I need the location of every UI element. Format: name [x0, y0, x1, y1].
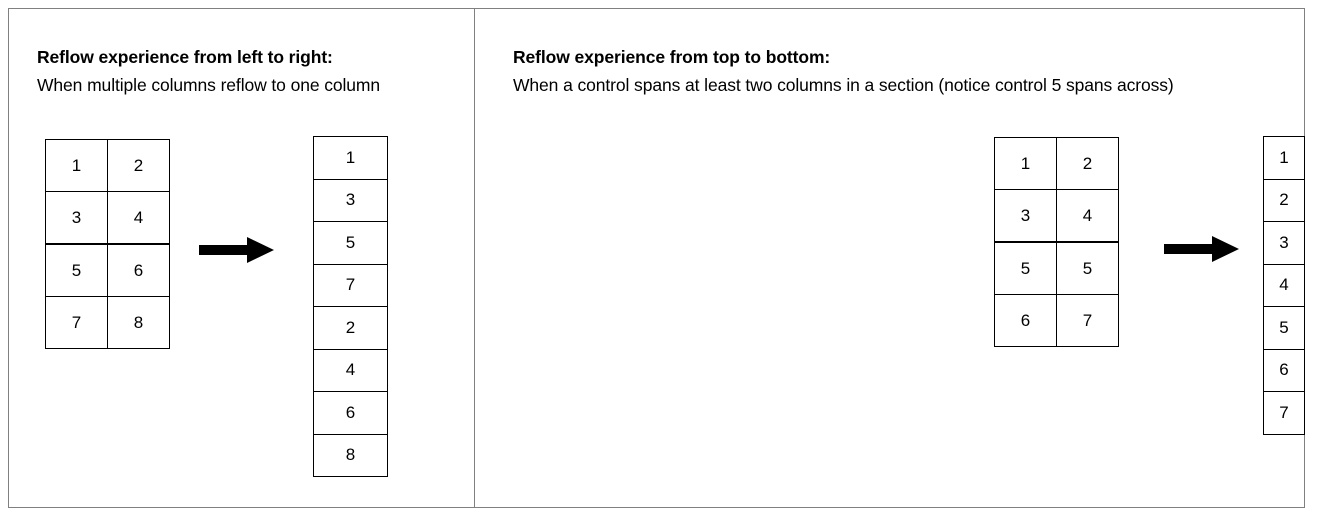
- right-result-column: 1 2 3 4 5 6 7: [1263, 136, 1305, 435]
- list-item: 2: [313, 306, 388, 350]
- panel-left-to-right: Reflow experience from left to right: Wh…: [8, 8, 474, 508]
- grid-cell: 3: [45, 191, 108, 245]
- list-item: 8: [313, 433, 388, 477]
- panel-divider: [474, 9, 475, 508]
- list-item: 2: [1263, 178, 1305, 222]
- list-item: 7: [313, 263, 388, 307]
- list-item: 3: [1263, 221, 1305, 265]
- result-cell: 6: [313, 391, 388, 435]
- list-item: 6: [1263, 348, 1305, 392]
- table-row: 1 2: [994, 137, 1119, 190]
- result-cell: 1: [313, 136, 388, 180]
- table-row: 1 2: [45, 139, 170, 192]
- left-source-grid: 1 2 3 4 5 6 7 8: [45, 139, 170, 349]
- grid-cell: 2: [1056, 137, 1119, 190]
- panel-right-subheading: When a control spans at least two column…: [513, 75, 1174, 95]
- grid-cell: 7: [45, 296, 108, 349]
- result-cell: 2: [1263, 178, 1305, 222]
- result-cell: 3: [1263, 221, 1305, 265]
- grid-cell: 6: [994, 294, 1057, 347]
- list-item: 4: [313, 348, 388, 392]
- grid-cell: 2: [107, 139, 170, 192]
- panel-right-heading-block: Reflow experience from top to bottom: Wh…: [513, 44, 1174, 100]
- table-row: 5 5: [994, 241, 1119, 295]
- result-cell: 5: [1263, 306, 1305, 350]
- grid-cell: 5: [45, 243, 108, 297]
- result-cell: 4: [313, 348, 388, 392]
- left-result-column: 1 3 5 7 2 4 6 8: [313, 136, 388, 477]
- list-item: 3: [313, 178, 388, 222]
- grid-cell: 5: [994, 241, 1057, 295]
- grid-cell: 3: [994, 189, 1057, 243]
- table-row: 3 4: [994, 189, 1119, 243]
- table-row: 5 6: [45, 243, 170, 297]
- grid-cell: 7: [1056, 294, 1119, 347]
- result-cell: 1: [1263, 136, 1305, 180]
- result-cell: 4: [1263, 263, 1305, 307]
- grid-cell: 5: [1056, 241, 1119, 295]
- right-arrow-icon: [1164, 234, 1239, 264]
- table-row: 3 4: [45, 191, 170, 245]
- result-cell: 7: [313, 263, 388, 307]
- right-source-grid: 1 2 3 4 5 5 6 7: [994, 137, 1119, 347]
- list-item: 5: [313, 221, 388, 265]
- result-cell: 5: [313, 221, 388, 265]
- panel-top-to-bottom: Reflow experience from top to bottom: Wh…: [476, 8, 1305, 508]
- grid-cell: 4: [107, 191, 170, 245]
- result-cell: 2: [313, 306, 388, 350]
- list-item: 1: [313, 136, 388, 180]
- list-item: 4: [1263, 263, 1305, 307]
- grid-cell: 8: [107, 296, 170, 349]
- result-cell: 6: [1263, 348, 1305, 392]
- list-item: 7: [1263, 391, 1305, 435]
- result-cell: 7: [1263, 391, 1305, 435]
- grid-cell: 1: [994, 137, 1057, 190]
- grid-cell: 6: [107, 243, 170, 297]
- grid-cell: 4: [1056, 189, 1119, 243]
- result-cell: 8: [313, 433, 388, 477]
- result-cell: 3: [313, 178, 388, 222]
- right-arrow-icon: [199, 235, 274, 265]
- panel-right-heading: Reflow experience from top to bottom:: [513, 47, 831, 67]
- grid-cell: 1: [45, 139, 108, 192]
- list-item: 6: [313, 391, 388, 435]
- panel-left-heading-block: Reflow experience from left to right: Wh…: [37, 44, 380, 100]
- list-item: 5: [1263, 306, 1305, 350]
- table-row: 6 7: [994, 294, 1119, 347]
- list-item: 1: [1263, 136, 1305, 180]
- panel-left-subheading: When multiple columns reflow to one colu…: [37, 75, 381, 95]
- table-row: 7 8: [45, 296, 170, 349]
- panel-left-heading: Reflow experience from left to right:: [37, 47, 333, 67]
